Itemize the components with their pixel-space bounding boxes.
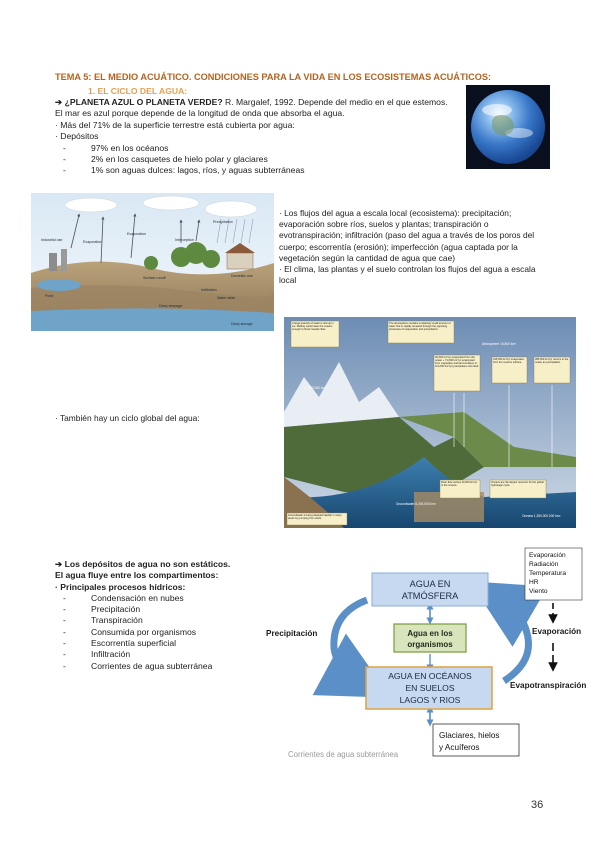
local-flows-text: · Los flujos del agua a escala local (ec… xyxy=(279,208,554,286)
list-item: Transpiración xyxy=(55,615,255,627)
list-item: Condensación en nubes xyxy=(55,593,255,605)
oceans-label: AGUA EN OCÉANOS xyxy=(388,671,472,681)
earth-land xyxy=(492,115,514,135)
global-figure: 27,500,000 km³ xyxy=(304,386,326,390)
global-figure: Atmosphere 15,500 km³ xyxy=(482,342,516,346)
global-box: Oceans are the largest reservoir for the… xyxy=(491,481,544,487)
diagram-label: Infiltration xyxy=(201,288,217,292)
flows-paragraph: · El clima, las plantas y el suelo contr… xyxy=(279,264,536,286)
global-cycle-label: · También hay un ciclo global del agua: xyxy=(55,413,200,423)
organisms-label: Agua en los xyxy=(407,629,453,638)
diagram-label: Precipitation xyxy=(213,220,233,224)
list-item: 1% son aguas dulces: lagos, ríos, y agua… xyxy=(55,165,455,177)
global-box: River flow carries 40,000 km³/yr to the … xyxy=(441,481,478,487)
page-number: 36 xyxy=(531,799,544,811)
faded-caption: Corrientes de agua subterránea xyxy=(288,750,399,759)
deposits-line: · Principales procesos hídricos: xyxy=(55,581,186,592)
water-compartments-diagram: AGUA EN ATMÓSFERA AGUA EN OCÉANOS EN SUE… xyxy=(266,547,586,759)
atmosphere-box xyxy=(371,572,489,607)
atmosphere-label: ATMÓSFERA xyxy=(402,591,459,601)
list-item: 97% en los océanos xyxy=(55,143,455,155)
flows-paragraph: · Los flujos del agua a escala local (ec… xyxy=(279,208,535,263)
diagram-label: Evaporation xyxy=(127,232,146,236)
organisms-box xyxy=(393,623,467,653)
list-item: 2% en los casquetes de hielo polar y gla… xyxy=(55,154,455,166)
factor-item: Temperatura xyxy=(529,570,566,577)
global-box: Groundwater is being depleted rapidly in… xyxy=(288,514,342,520)
oceans-box xyxy=(365,666,493,710)
precipitation-arrow xyxy=(312,596,391,698)
intro-block: ➔ ¿PLANETA AZUL O PLANETA VERDE? R. Marg… xyxy=(55,97,455,177)
global-box: The atmosphere contains a relatively sma… xyxy=(389,322,451,331)
global-box: 40,000 km³/yr evaporated from the ocean … xyxy=(435,356,479,368)
glaciers-label: Glaciares, hielos xyxy=(439,731,500,740)
evaporation-label: Evaporación xyxy=(532,627,581,636)
deposits-line: ➔ Los depósitos de agua no son estáticos… xyxy=(55,559,231,569)
section-subtitle: 1. EL CICLO DEL AGUA: xyxy=(88,86,188,96)
diagram-label: Industrial use xyxy=(41,238,62,242)
factors-box xyxy=(524,547,583,601)
atmosphere-label: AGUA EN xyxy=(410,579,451,589)
diagram-label: Evaporation xyxy=(83,240,102,244)
intro-line-deposits: · Depósitos xyxy=(55,131,99,142)
precipitation-label: Precipitación xyxy=(266,629,317,638)
processes-list: Condensación en nubes Precipitación Tran… xyxy=(55,593,255,672)
intro-question: ➔ ¿PLANETA AZUL O PLANETA VERDE? R. Marg… xyxy=(55,97,448,119)
factor-item: Radiación xyxy=(529,561,559,568)
list-item: Infiltración xyxy=(55,649,255,661)
local-water-cycle-diagram: Industrial use Evaporation Evaporation P… xyxy=(31,193,274,331)
diagram-label: Surface runoff xyxy=(143,276,166,280)
evaporation-arrow xyxy=(469,581,548,684)
diagram-label: Deep storage xyxy=(231,322,253,326)
factor-item: Viento xyxy=(529,588,548,595)
diagram-label: Deep seepage xyxy=(159,304,182,308)
deposits-block: ➔ Los depósitos de agua no son estáticos… xyxy=(55,559,255,672)
global-water-cycle-diagram: A large quantity of water is tied up in … xyxy=(284,317,576,528)
global-figure: Groundwater 8,200,000 km³ xyxy=(396,502,436,506)
earth-cloud xyxy=(482,104,512,116)
deposits-line: El agua fluye entre los compartimentos: xyxy=(55,570,219,581)
oceans-label: LAGOS Y RIOS xyxy=(400,695,461,705)
page-title: TEMA 5: EL MEDIO ACUÁTICO. CONDICIONES P… xyxy=(55,72,492,82)
global-box: A large quantity of water is tied up in … xyxy=(292,322,334,331)
global-figure: Oceans 1,350,000,000 km³ xyxy=(522,514,560,518)
diagram-label: Interception xyxy=(175,238,194,242)
list-item: Escorrentía superficial xyxy=(55,638,255,650)
diagram-label: Water table xyxy=(217,296,235,300)
oceans-label: EN SUELOS xyxy=(405,683,454,693)
glaciers-box xyxy=(432,723,520,757)
evapotranspiration-label: Evapotranspiración xyxy=(510,681,586,690)
list-item: Consumida por organismos xyxy=(55,627,255,639)
diagram-label: Domestic use xyxy=(231,274,253,278)
global-box: 385,000 km³/yr returns to the ocean as p… xyxy=(535,358,569,364)
factor-item: Evaporación xyxy=(529,552,566,559)
deposits-list: 97% en los océanos 2% en los casquetes d… xyxy=(55,143,455,178)
glaciers-label: y Acuíferos xyxy=(439,743,480,752)
organisms-label: organismos xyxy=(407,640,453,649)
list-item: Corrientes de agua subterránea xyxy=(55,661,255,673)
list-item: Precipitación xyxy=(55,604,255,616)
global-box: 425,000 km³/yr evaporates from the ocean… xyxy=(493,358,524,364)
diagram-label: Pond xyxy=(45,294,53,298)
earth-cloud xyxy=(505,128,533,138)
intro-line-surface: · Más del 71% de la superficie terrestre… xyxy=(55,119,295,130)
factor-item: HR xyxy=(529,579,539,586)
